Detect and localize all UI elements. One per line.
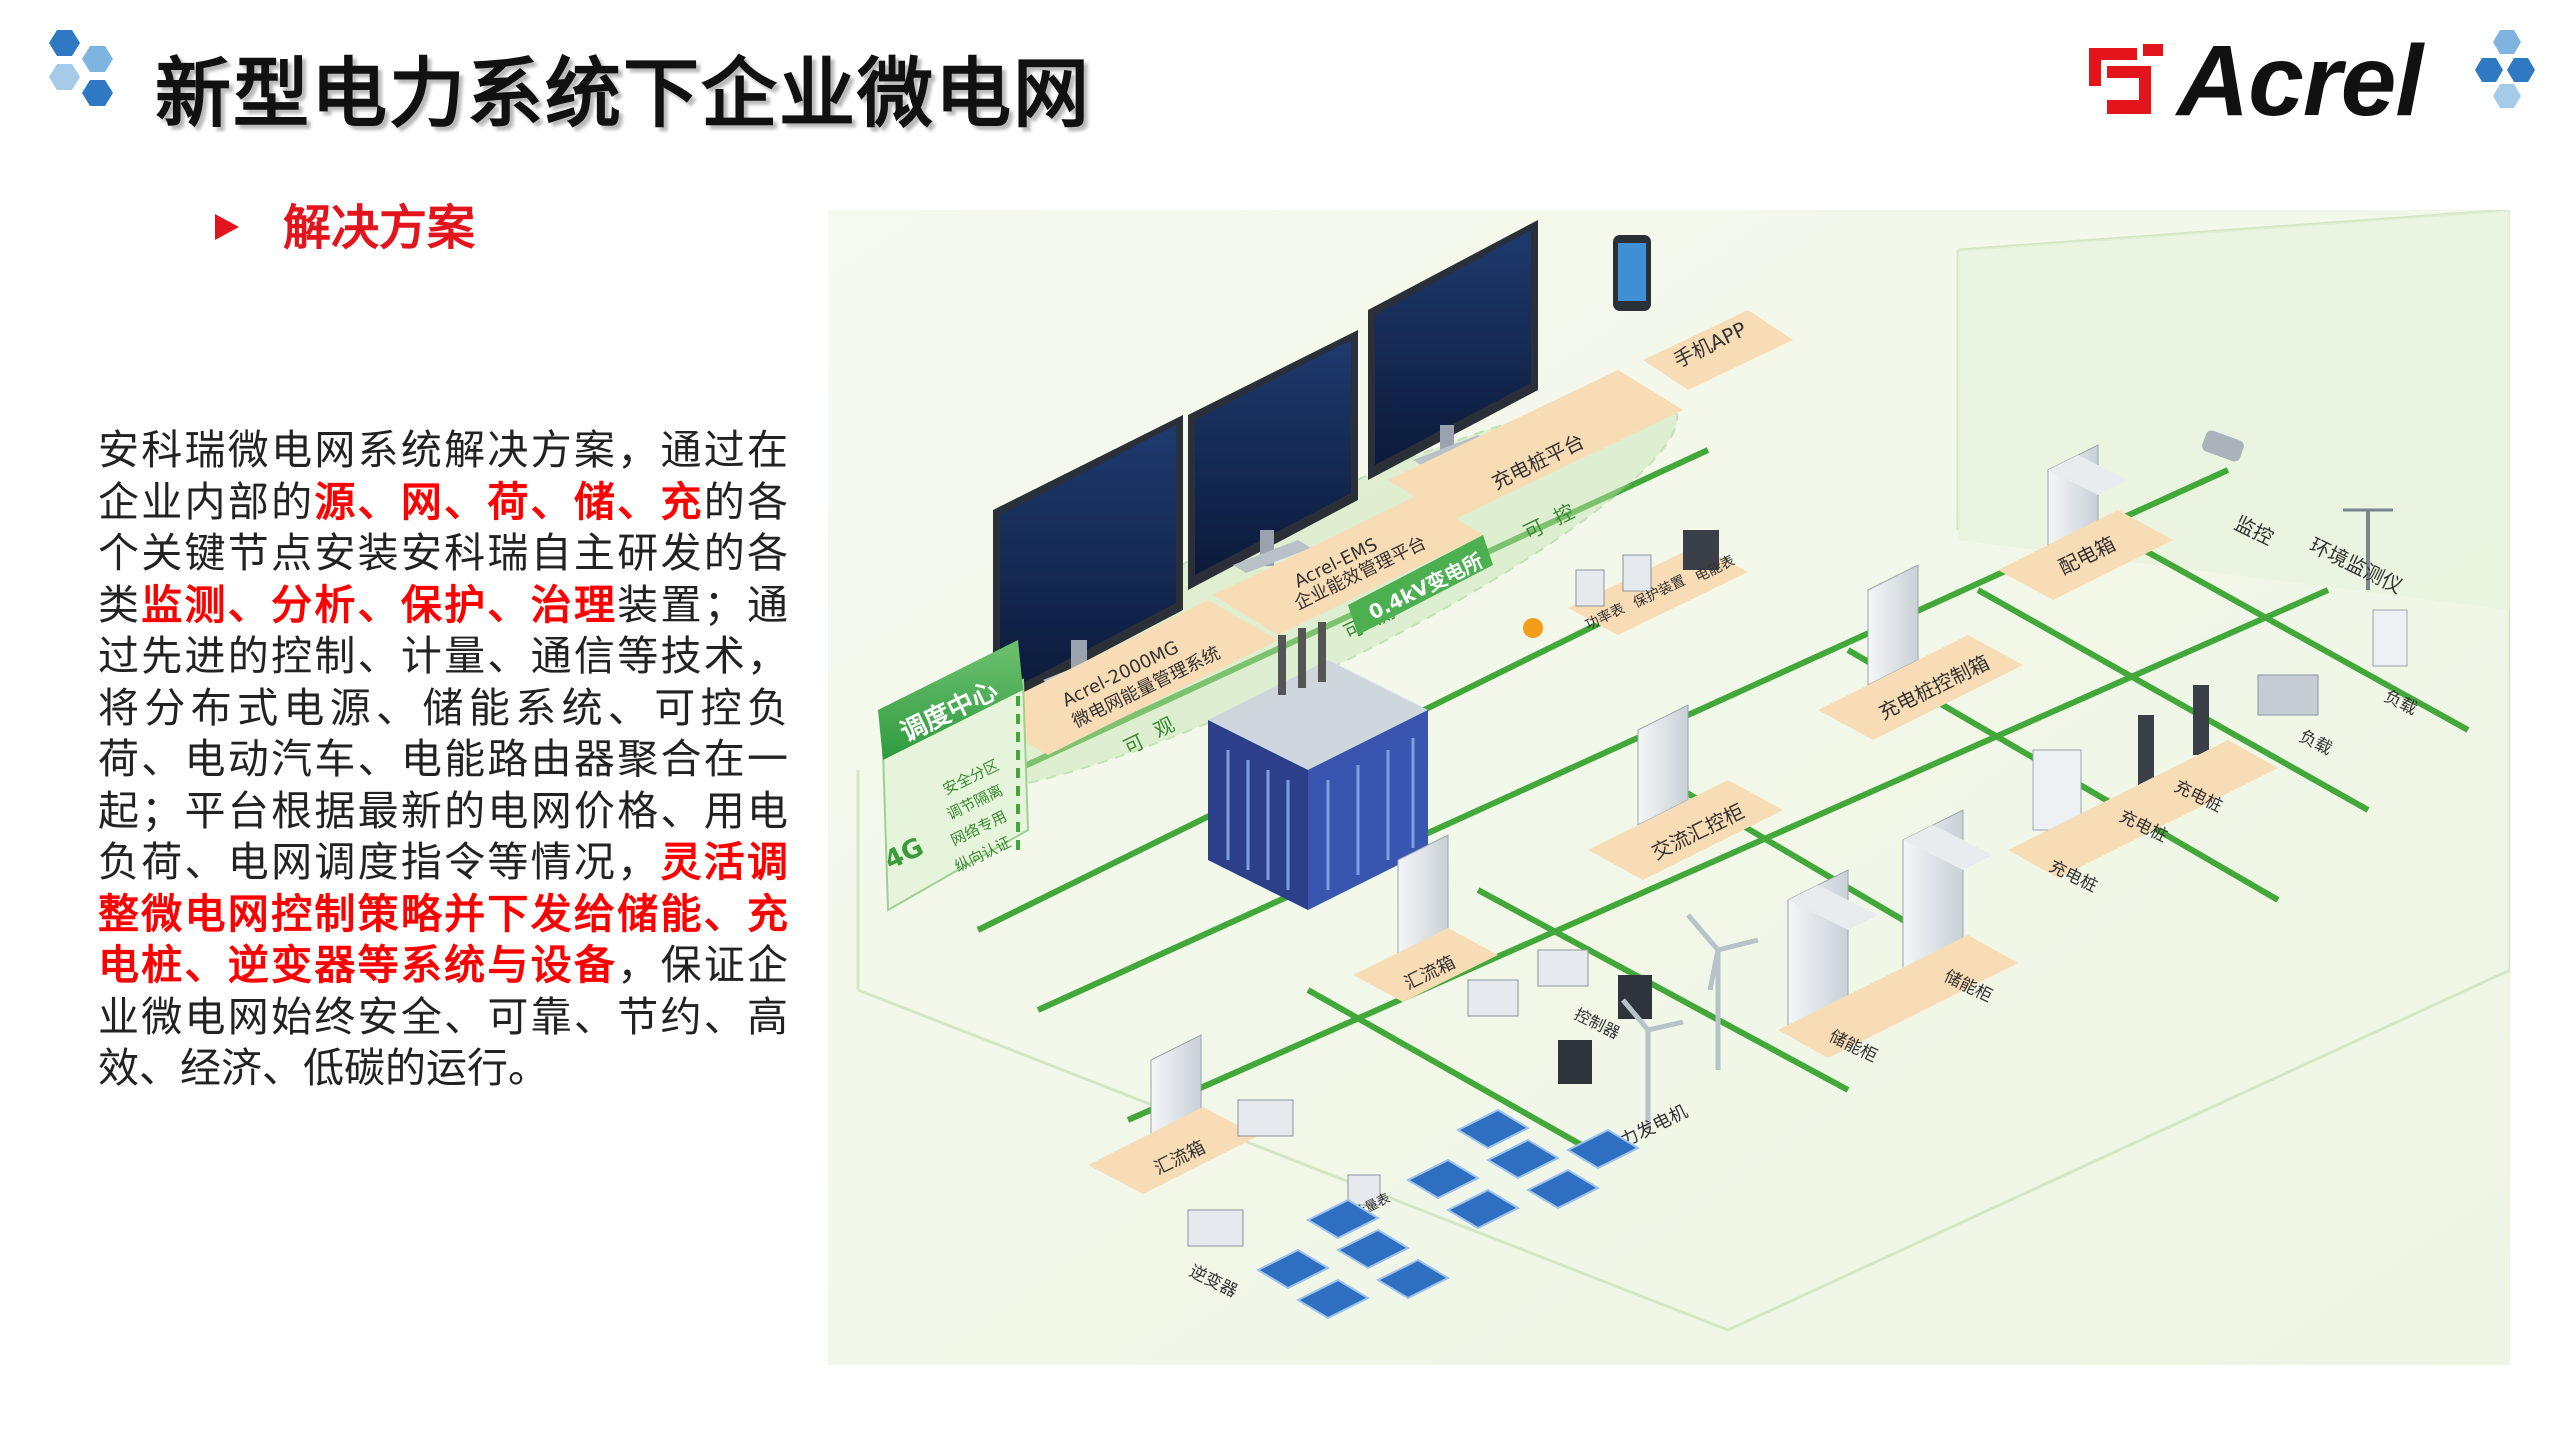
meter-device-3 [1683, 530, 1719, 570]
pad-charge-box [1818, 635, 2023, 740]
weather-station-icon [2343, 508, 2393, 590]
desc-part-4: ，保证企业微电网始终安全、可靠、节约、高效、经济、低碳的运行。 [98, 941, 789, 1092]
substation-badge [1348, 535, 1493, 635]
hexagon-decoration-left [49, 30, 113, 106]
camera-icon [2202, 430, 2244, 462]
pad-combiner-1 [1353, 928, 1498, 1002]
desc-highlight-1: 源、网、荷、储、充 [314, 477, 704, 526]
pad-charge [1388, 370, 1683, 520]
monitor-ems [1188, 330, 1358, 590]
controller-unit-2 [1537, 949, 1589, 987]
microgrid-system-diagram: 可 观 可 测 可 控 Acrel-2000MG 微电网能量管理系统 Acrel… [828, 210, 2510, 1365]
arrow-bullet-icon [215, 214, 239, 240]
meter-device-1 [1575, 569, 1605, 607]
pad-power-box [1998, 510, 2173, 600]
solar-panel-array-2 [1405, 1108, 1641, 1230]
pad-piles [2008, 740, 2278, 878]
desc-part-1: 安科瑞微电网系统解决方案，通过在企业内部的 [98, 426, 788, 526]
wind-turbine-icon [1621, 913, 1759, 1130]
charge-pile-1 [2138, 715, 2154, 785]
acrel-logo-mark [2089, 44, 2163, 114]
meter-device-2 [1622, 554, 1652, 592]
brand-name: Acrel [2177, 25, 2423, 137]
desc-part-2: 的各个关键节点安装安科瑞自主研发的各类 [98, 477, 789, 629]
desc-highlight-2: 监测、分析、保护、治理 [141, 580, 618, 629]
section-subtitle: 解决方案 [215, 188, 475, 258]
inverter-unit-b [1187, 1209, 1244, 1247]
page-title: 新型电力系统下企业微电网 [155, 49, 1091, 138]
desc-part-3: 装置；通过先进的控制、计量、通信等技术，将分布式电源、储能系统、可控负荷、电动汽… [98, 580, 789, 887]
desc-highlight-3: 灵活调整微电网控制策略并下发给储能、充电桩、逆变器等系统与设备 [98, 838, 789, 989]
pad-ac [1588, 780, 1783, 880]
pad-mg [978, 600, 1278, 755]
charge-pile-2 [2193, 685, 2209, 755]
solution-description: 安科瑞微电网系统解决方案，通过在企业内部的源、网、荷、储、充的各个关键节点安装安… [98, 425, 788, 1095]
alarm-light-icon [1523, 618, 1543, 638]
pad-storage [1778, 935, 2018, 1058]
pad-app [1643, 310, 1793, 390]
solar-panel-array-1 [1255, 1198, 1451, 1320]
controller-unit-1 [1467, 979, 1519, 1017]
meter-box-unit [1347, 1174, 1381, 1206]
pad-ems [1213, 495, 1483, 635]
dispatch-center-badge [878, 640, 1023, 760]
load-cabinet [2372, 609, 2408, 667]
subtitle-text: 解决方案 [283, 200, 476, 256]
phone-icon [1613, 235, 1651, 311]
load-generator [2257, 674, 2319, 716]
acrel-logo: Acrel [2085, 25, 2455, 137]
inverter-unit-a [1237, 1099, 1294, 1137]
pad-combiner-2 [1088, 1107, 1258, 1194]
hexagon-decoration-right [2475, 30, 2535, 108]
controller-unit-4 [1558, 1040, 1592, 1084]
storage-cabinet-2 [1902, 809, 1993, 971]
